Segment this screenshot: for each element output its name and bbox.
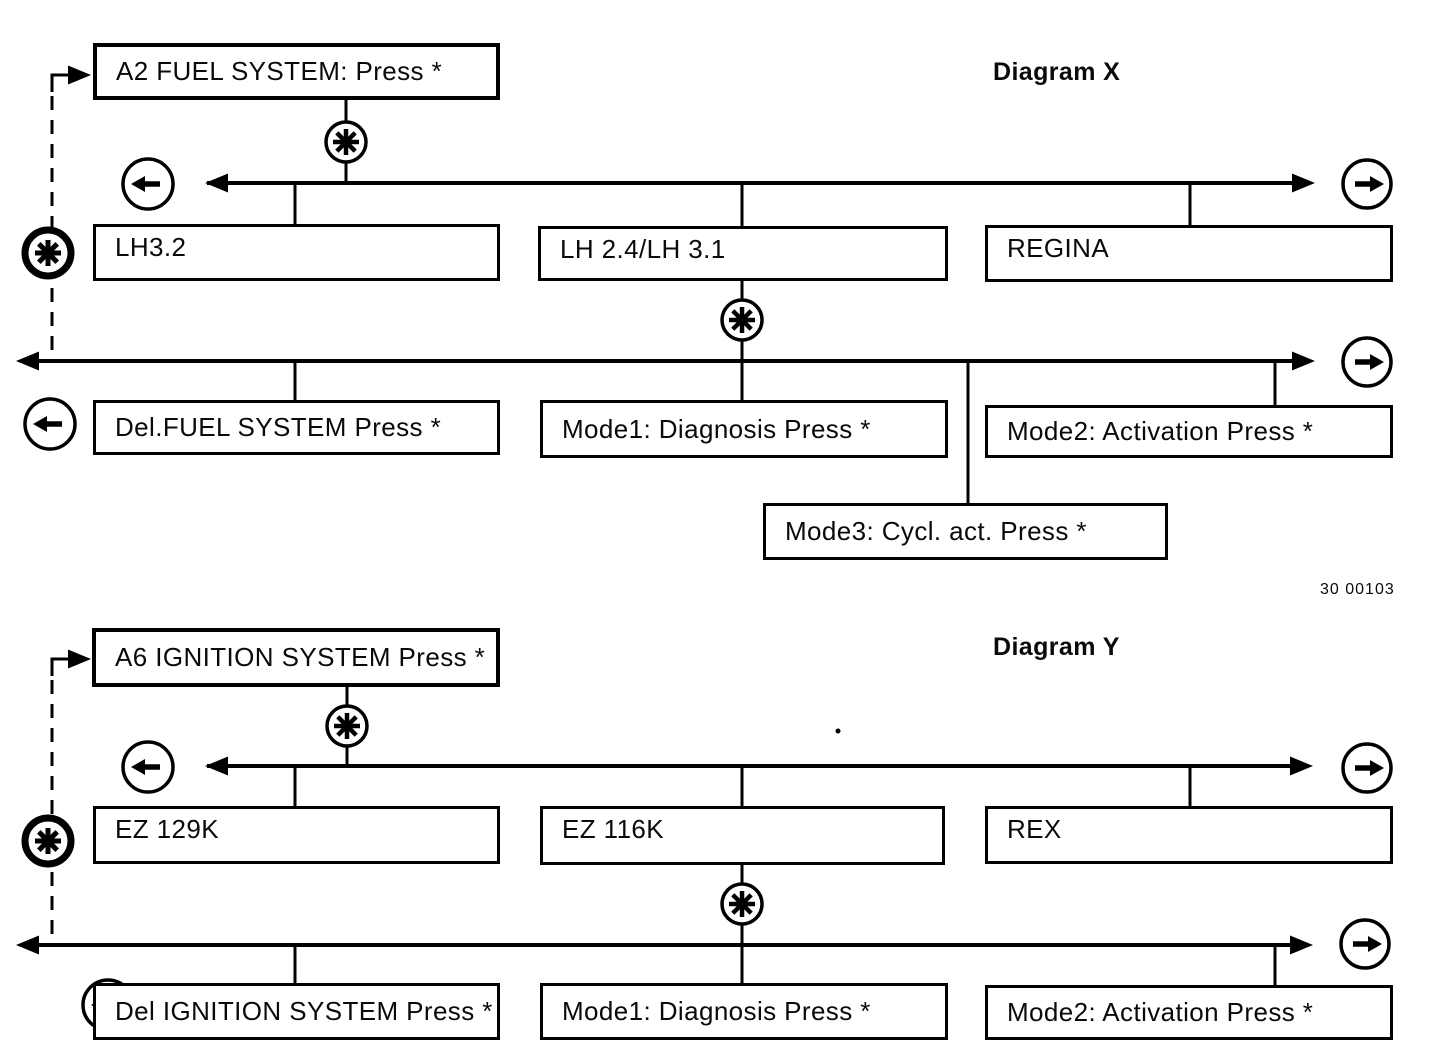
arrowhead-left-line4-y-icon — [16, 935, 39, 955]
asterisk-key-bold-icon — [25, 230, 71, 276]
arrowhead-right-line1-x-icon — [1292, 173, 1315, 193]
node-label: EZ 129K — [115, 814, 219, 844]
node-label: Mode1: Diagnosis Press * — [562, 413, 871, 444]
node-label: Mode2: Activation Press * — [1007, 416, 1314, 446]
arrowhead-left-line2-x-icon — [16, 351, 39, 371]
node-label: LH 2.4/LH 3.1 — [560, 234, 726, 264]
node-a2-fuel-system: A2 FUEL SYSTEM: Press * — [93, 43, 500, 100]
figure-number: 30 00103 — [1320, 581, 1395, 598]
scroll-right-icon — [1343, 744, 1391, 792]
node-mode3-cyclic-activation: Mode3: Cycl. act. Press * — [763, 503, 1168, 560]
node-mode1-diagnosis-y: Mode1: Diagnosis Press * — [540, 983, 948, 1040]
scroll-right-icon — [1341, 920, 1389, 968]
scroll-left-icon — [25, 399, 75, 449]
asterisk-key-bold-icon — [25, 818, 71, 864]
node-label: EZ 116K — [562, 814, 665, 844]
return-corner-x — [50, 73, 74, 92]
node-label: Mode2: Activation Press * — [1007, 997, 1314, 1027]
node-label: Del IGNITION SYSTEM Press * — [115, 996, 493, 1026]
node-lh32: LH3.2 — [93, 224, 500, 281]
node-label: Mode3: Cycl. act. Press * — [785, 516, 1087, 546]
node-label: LH3.2 — [115, 232, 187, 262]
node-mode2-activation-y: Mode2: Activation Press * — [985, 985, 1393, 1040]
arrowhead-left-line1-x-icon — [205, 173, 228, 193]
diagram-x-title: Diagram X — [993, 58, 1121, 86]
diagram-y-title: Diagram Y — [993, 633, 1120, 661]
node-label: REGINA — [1007, 233, 1110, 263]
node-a6-ignition-system: A6 IGNITION SYSTEM Press * — [92, 628, 500, 687]
asterisk-key-icon — [326, 122, 366, 162]
arrowhead-into-root-x-icon — [68, 65, 91, 85]
scroll-left-icon — [123, 159, 173, 209]
node-label: A2 FUEL SYSTEM: Press * — [116, 56, 443, 86]
node-lh24-lh31: LH 2.4/LH 3.1 — [538, 226, 948, 281]
asterisk-key-icon — [722, 300, 762, 340]
node-ez116k: EZ 116K — [540, 806, 945, 865]
node-regina: REGINA — [985, 225, 1393, 282]
node-label: Mode1: Diagnosis Press * — [562, 996, 871, 1026]
scroll-right-icon — [1343, 160, 1391, 208]
return-corner-y — [50, 657, 74, 676]
scan-artifact-dot — [835, 728, 841, 734]
scroll-right-icon — [1343, 338, 1391, 386]
node-del-fuel-system: Del.FUEL SYSTEM Press * — [93, 400, 500, 455]
node-rex: REX — [985, 806, 1393, 864]
arrowhead-right-line4-y-icon — [1290, 935, 1313, 955]
node-label: Del.FUEL SYSTEM Press * — [115, 412, 442, 442]
asterisk-key-icon — [327, 706, 367, 746]
node-mode1-diagnosis-x: Mode1: Diagnosis Press * — [540, 400, 948, 458]
arrowhead-into-root-y-icon — [68, 649, 91, 669]
node-label: REX — [1007, 814, 1062, 844]
arrowhead-right-line3-y-icon — [1290, 756, 1313, 776]
arrowhead-left-line3-y-icon — [205, 756, 228, 776]
node-mode2-activation-x: Mode2: Activation Press * — [985, 405, 1393, 458]
asterisk-key-icon — [722, 884, 762, 924]
arrowhead-right-line2-x-icon — [1292, 351, 1315, 371]
scroll-left-icon — [123, 742, 173, 792]
node-label: A6 IGNITION SYSTEM Press * — [115, 642, 486, 672]
node-del-ignition-system: Del IGNITION SYSTEM Press * — [93, 983, 500, 1040]
node-ez129k: EZ 129K — [93, 806, 500, 864]
